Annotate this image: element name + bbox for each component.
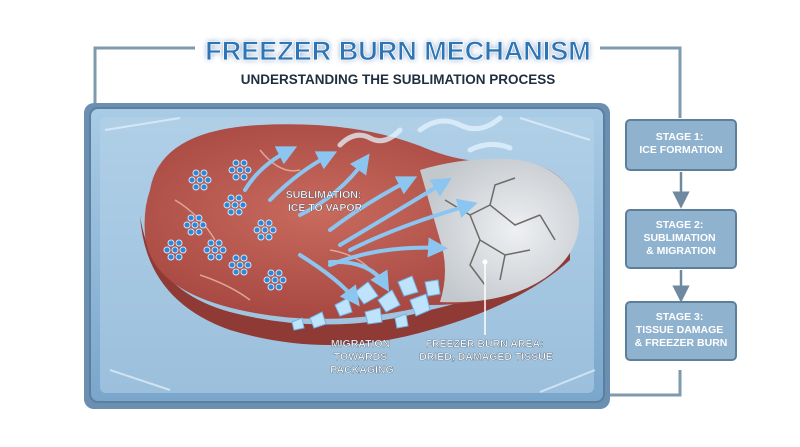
ice-crystal-dot — [257, 219, 265, 227]
ice-crystal-dot — [192, 169, 200, 177]
stage-3-box: STAGE 3: TISSUE DAMAGE & FREEZER BURN — [625, 301, 737, 361]
burn-area-label: FREEZER BURN AREA: DRIED, DAMAGED TISSUE — [419, 338, 553, 363]
stage-flow: STAGE 1: ICE FORMATION STAGE 2: SUBLIMAT… — [625, 119, 737, 361]
ice-crystal-dot — [203, 246, 211, 254]
ice-crystal-dot — [207, 239, 215, 247]
ice-crystal-dot — [167, 253, 175, 261]
vapor-arrow — [298, 253, 360, 307]
stage-2-text: STAGE 2: SUBLIMATION & MIGRATION — [643, 219, 718, 257]
ice-crystal-dot — [263, 276, 271, 284]
ice-crystal-dot — [175, 253, 183, 261]
ice-crystal-dot — [227, 194, 235, 202]
ice-crystal-dot — [200, 169, 208, 177]
ice-crystal-dot — [239, 201, 247, 209]
vapor-arrow — [268, 151, 338, 202]
stage-3-text: STAGE 3: TISSUE DAMAGE & FREEZER BURN — [635, 311, 728, 349]
vapor-arrow — [338, 177, 452, 247]
stage-1-box: STAGE 1: ICE FORMATION — [625, 119, 737, 171]
vapor-arrow — [243, 146, 298, 192]
ice-crystal-dot — [191, 221, 199, 229]
ice-crystal-dot — [265, 219, 273, 227]
ice-crystal-dot — [187, 228, 195, 236]
ice-crystal-dot — [240, 254, 248, 262]
ice-crystal-dot — [195, 228, 203, 236]
ice-crystal-dot — [253, 226, 261, 234]
ice-crystal-dot — [236, 261, 244, 269]
ice-crystal-dot — [204, 176, 212, 184]
ice-crystal-dot — [232, 159, 240, 167]
steak-side — [140, 215, 570, 345]
frame-lines — [93, 46, 682, 397]
ice-crystal-dot — [228, 261, 236, 269]
ice-crystal-dot — [228, 166, 236, 174]
ice-crystal-dot — [244, 166, 252, 174]
ice-crystal-dot — [265, 233, 273, 241]
ice-crystal-dot — [261, 226, 269, 234]
ice-crystal-dot — [200, 183, 208, 191]
ice-crystal-dot — [199, 221, 207, 229]
ice-crystal-dot — [163, 246, 171, 254]
ice-crystal-dot — [175, 239, 183, 247]
ice-crystal-dot — [267, 283, 275, 291]
ice-crystal-clusters — [163, 159, 287, 291]
ice-crystal-dot — [240, 268, 248, 276]
ice-crystal-dot — [232, 173, 240, 181]
title-block: FREEZER BURN MECHANISM UNDERSTANDING THE… — [195, 30, 600, 87]
ice-crystal-dot — [223, 201, 231, 209]
ice-crystal-dot — [269, 226, 277, 234]
ice-crystal-dot — [215, 239, 223, 247]
ice-crystal-dot — [240, 159, 248, 167]
ice-crystal-dot — [267, 269, 275, 277]
ice-crystal-dot — [167, 239, 175, 247]
ice-crystal-dot — [215, 253, 223, 261]
ice-crystal-dot — [271, 276, 279, 284]
vapor-arrow — [298, 153, 370, 217]
vapor-arrows — [243, 146, 478, 307]
migration-label: MIGRATION TOWARDS PACKAGING — [330, 338, 393, 376]
steak — [140, 124, 580, 345]
ice-crystal-dot — [171, 246, 179, 254]
ice-crystal-dot — [279, 276, 287, 284]
ice-crystal-dot — [196, 176, 204, 184]
ice-crystal-dot — [244, 261, 252, 269]
ice-crystal-dot — [236, 166, 244, 174]
vapor-arrow — [328, 176, 418, 232]
ice-crystal-dot — [235, 194, 243, 202]
ice-crystal-dot — [183, 221, 191, 229]
stage-1-text: STAGE 1: ICE FORMATION — [639, 131, 722, 156]
freezer-burn-region — [420, 158, 580, 303]
ice-crystal-dot — [187, 214, 195, 222]
ice-crystal-dot — [195, 214, 203, 222]
ice-crystal-dot — [275, 269, 283, 277]
ice-crystal-dot — [211, 246, 219, 254]
ice-crystal-dot — [192, 183, 200, 191]
ice-crystal-dot — [257, 233, 265, 241]
ice-crystal-dot — [235, 208, 243, 216]
vapor-wisps — [337, 115, 513, 153]
ice-crystal-dot — [232, 254, 240, 262]
page-title: FREEZER BURN MECHANISM — [205, 36, 591, 66]
stage-2-box: STAGE 2: SUBLIMATION & MIGRATION — [625, 209, 737, 269]
ice-crystal-dot — [231, 201, 239, 209]
sublimation-label: SUBLIMATION: ICE TO VAPOR — [286, 189, 365, 214]
vapor-arrow — [348, 198, 478, 252]
ice-crystal-dot — [227, 208, 235, 216]
ice-crystal-dot — [179, 246, 187, 254]
ice-crystal-dot — [275, 283, 283, 291]
ice-crystal-dot — [207, 253, 215, 261]
page-subtitle: UNDERSTANDING THE SUBLIMATION PROCESS — [241, 72, 556, 87]
burn-area-pointer-dot — [482, 259, 488, 265]
ice-crystal-dot — [232, 268, 240, 276]
ice-crystal-dot — [188, 176, 196, 184]
ice-crystal-dot — [219, 246, 227, 254]
vapor-arrow — [328, 259, 390, 292]
ice-crystal-dot — [240, 173, 248, 181]
